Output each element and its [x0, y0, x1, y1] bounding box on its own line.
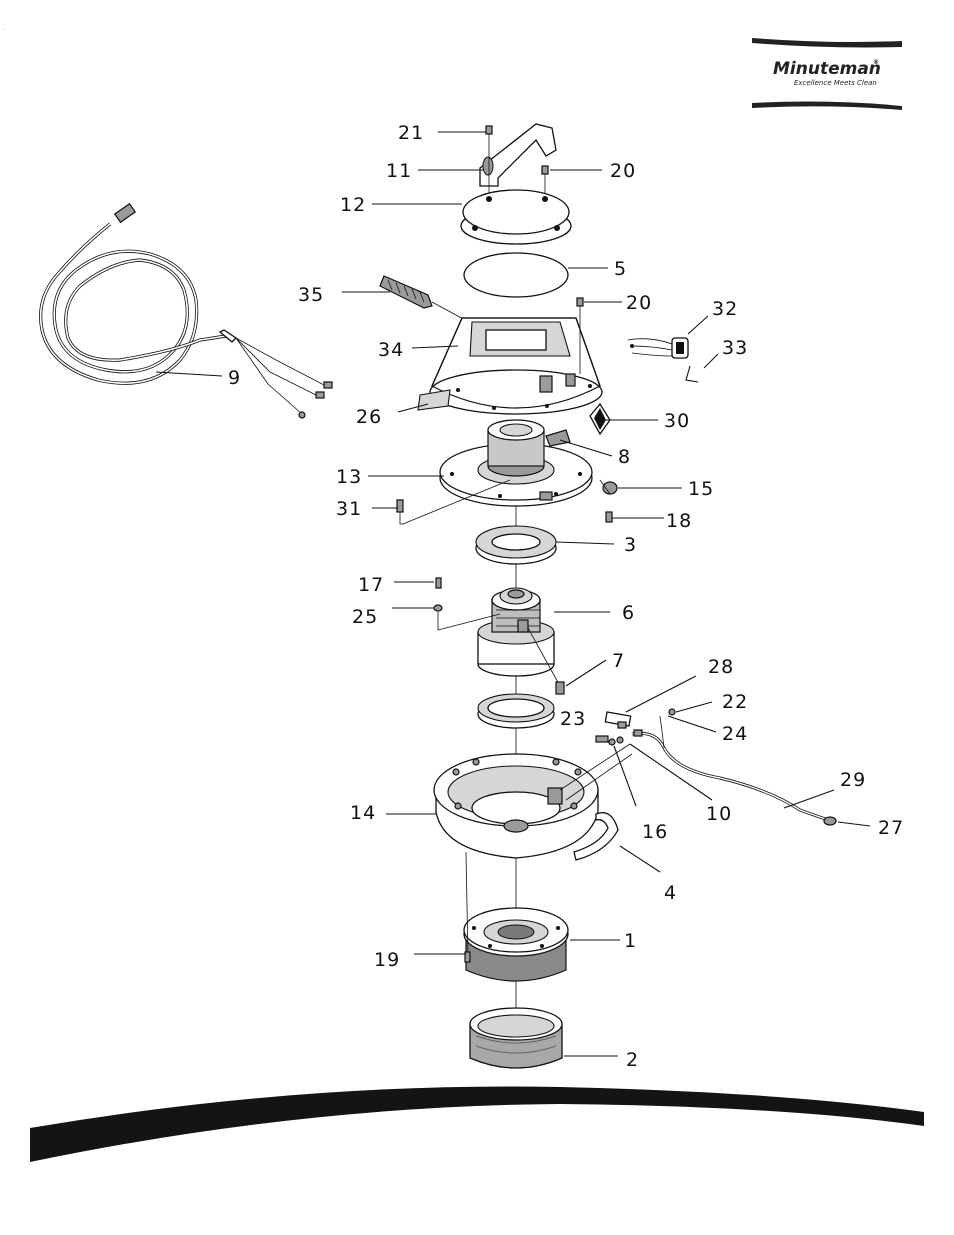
- callout-c30: 30: [664, 410, 690, 432]
- callout-c22: 22: [722, 691, 748, 713]
- bumper-part: [573, 812, 619, 861]
- logo-brand: Minuteman: [773, 59, 881, 79]
- gasket-part: [463, 252, 569, 298]
- callout-c16: 16: [642, 821, 668, 843]
- label-part: [417, 389, 451, 411]
- callout-c21: 21: [398, 122, 424, 144]
- callout-c8: 8: [618, 446, 631, 468]
- cover-plate-part: [460, 189, 572, 245]
- callout-c26: 26: [356, 406, 382, 428]
- callout-c32: 32: [712, 298, 738, 320]
- strain-relief-part: [379, 275, 481, 329]
- filter-cage-part: [463, 907, 569, 982]
- rocker-switch-part: [589, 402, 611, 436]
- filter-sleeve-part: [469, 1007, 563, 1069]
- callout-c20b: 20: [626, 292, 652, 314]
- callout-c20a: 20: [610, 160, 636, 182]
- leader-lines: [155, 131, 871, 1057]
- connector-part: [627, 337, 689, 359]
- power-cord-part: [39, 202, 333, 419]
- callout-c12: 12: [340, 194, 366, 216]
- logo-top-swoosh: [752, 38, 902, 48]
- callout-c5: 5: [614, 258, 627, 280]
- grommet-axis: [599, 479, 611, 495]
- callout-c24: 24: [722, 723, 748, 745]
- callout-c35: 35: [298, 284, 324, 306]
- callout-c10: 10: [706, 803, 732, 825]
- callout-c2: 2: [626, 1049, 639, 1071]
- callout-c23: 23: [560, 708, 586, 730]
- screw-17-axis: [437, 612, 501, 631]
- float-switch-part: [559, 711, 633, 801]
- callout-c29: 29: [840, 769, 866, 791]
- callout-c6: 6: [622, 602, 635, 624]
- callout-c27: 27: [878, 817, 904, 839]
- callout-c18: 18: [666, 510, 692, 532]
- callout-c9: 9: [228, 367, 241, 389]
- screw-20b-icon: [576, 297, 584, 307]
- washer-25-icon: [433, 604, 443, 612]
- callout-c7: 7: [612, 650, 625, 672]
- callout-c33: 33: [722, 337, 748, 359]
- screw-31-axis: [402, 479, 511, 525]
- callout-c34: 34: [378, 339, 404, 361]
- grommet-part: [602, 481, 618, 495]
- motor-insulator-part: [487, 419, 571, 477]
- callout-c3: 3: [624, 534, 637, 556]
- ring-gasket-part: [475, 525, 557, 565]
- callout-c17: 17: [358, 574, 384, 596]
- screw-17-icon: [435, 577, 442, 589]
- stray-mark: .: [4, 26, 6, 32]
- callout-c28: 28: [708, 656, 734, 678]
- wire-harness-part: [631, 708, 837, 826]
- footer-swoosh: [30, 1086, 924, 1162]
- callout-c13: 13: [336, 466, 362, 488]
- callout-c11: 11: [386, 160, 412, 182]
- screw-20-icon: [541, 165, 549, 175]
- screw-18-icon: [605, 511, 613, 523]
- minuteman-logo: Minuteman ® Excellence Meets Clean: [752, 38, 902, 110]
- motor-part: [477, 587, 561, 687]
- callout-c14: 14: [350, 802, 376, 824]
- logo-registered: ®: [873, 59, 879, 66]
- screw-31-icon: [396, 499, 404, 513]
- brush-part: [555, 681, 565, 695]
- callout-c19: 19: [374, 949, 400, 971]
- screw-21-icon: [485, 125, 493, 135]
- logo-tagline: Excellence Meets Clean: [794, 79, 877, 87]
- screw-31-lead: [399, 512, 404, 525]
- handle-part: [479, 123, 557, 187]
- callout-c4: 4: [664, 882, 677, 904]
- motor-cover-part: [429, 317, 603, 415]
- callout-c1: 1: [624, 930, 637, 952]
- clip-part: [685, 365, 699, 383]
- callout-c15: 15: [688, 478, 714, 500]
- logo-bottom-swoosh: [752, 101, 902, 110]
- screw-19-icon: [464, 951, 471, 963]
- motor-gasket-part: [477, 693, 555, 729]
- screw-19-axis: [465, 851, 469, 959]
- callout-c25: 25: [352, 606, 378, 628]
- tank-head-part: [433, 753, 599, 859]
- callout-c31: 31: [336, 498, 362, 520]
